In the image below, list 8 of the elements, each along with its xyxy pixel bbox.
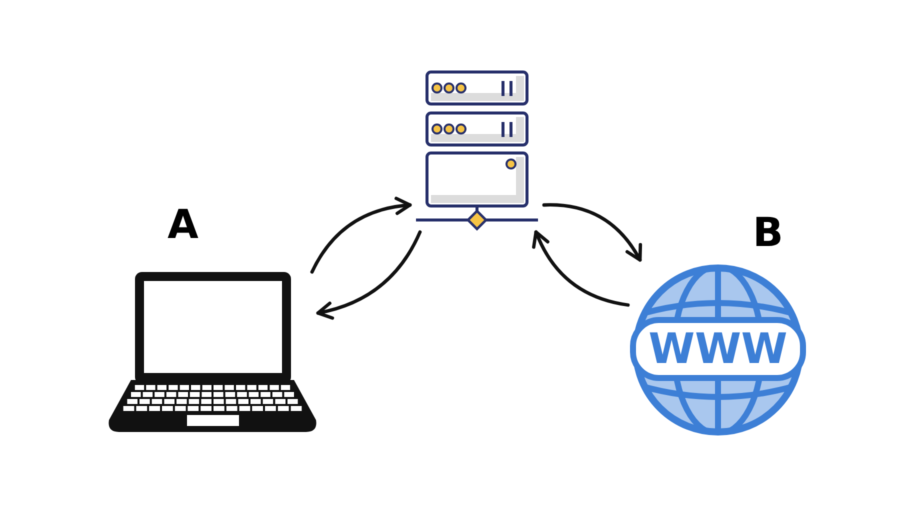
curved-arrow <box>542 203 642 262</box>
node-caption: A <box>168 205 198 245</box>
curved-arrow <box>532 230 630 307</box>
laptop-icon <box>107 272 318 432</box>
globe-label: WWW <box>648 328 788 370</box>
curved-arrow <box>310 197 412 274</box>
curved-arrow <box>316 230 422 320</box>
node-caption: B <box>752 213 784 253</box>
